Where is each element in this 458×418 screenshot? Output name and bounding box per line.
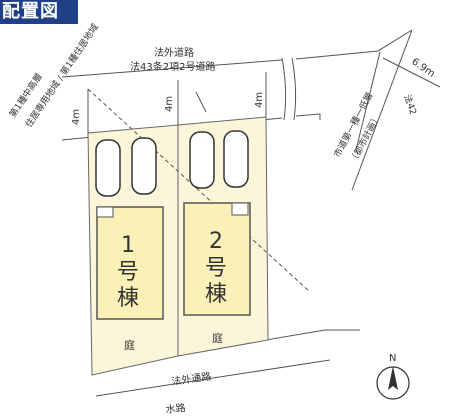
road-bottom: 法外通路: [171, 370, 212, 388]
lot2-go: 号: [205, 256, 227, 281]
car-icon: [95, 139, 121, 197]
house-2: [183, 202, 251, 316]
setback-dimensions: [87, 72, 267, 133]
diagonal-dashed-line: [87, 88, 311, 293]
setback-mid: 4m: [164, 96, 175, 112]
setback-right: 4m: [254, 92, 265, 108]
north-label: N: [389, 353, 396, 364]
entrance-1: [96, 206, 114, 218]
lot1-number: 1: [121, 233, 135, 258]
house-1: [96, 206, 164, 320]
map-title: 配置図: [0, 0, 78, 24]
parking-cars: [95, 130, 249, 197]
lot1-go: 号: [117, 260, 139, 285]
lot2-to: 棟: [205, 282, 227, 307]
dimension-6-9: 6.9m: [409, 56, 436, 79]
lot2-number: 2: [209, 229, 223, 254]
setback-left: 4m: [71, 109, 82, 125]
road-top-line2: 法43条2項2号道路: [130, 60, 215, 73]
north-arrow-icon: [376, 366, 410, 400]
garden-2: 庭: [212, 331, 223, 345]
car-icon: [131, 137, 157, 195]
road-top-line1: 法外道路: [154, 46, 194, 59]
waterway: 水路: [165, 401, 186, 416]
entrance-2: [231, 202, 249, 216]
width-dimension: [382, 57, 441, 88]
garden-1: 庭: [124, 338, 135, 352]
right-road-label: 法42: [401, 93, 419, 116]
lot1-to: 棟: [117, 286, 139, 311]
car-icon: [189, 131, 215, 189]
car-icon: [223, 130, 249, 188]
